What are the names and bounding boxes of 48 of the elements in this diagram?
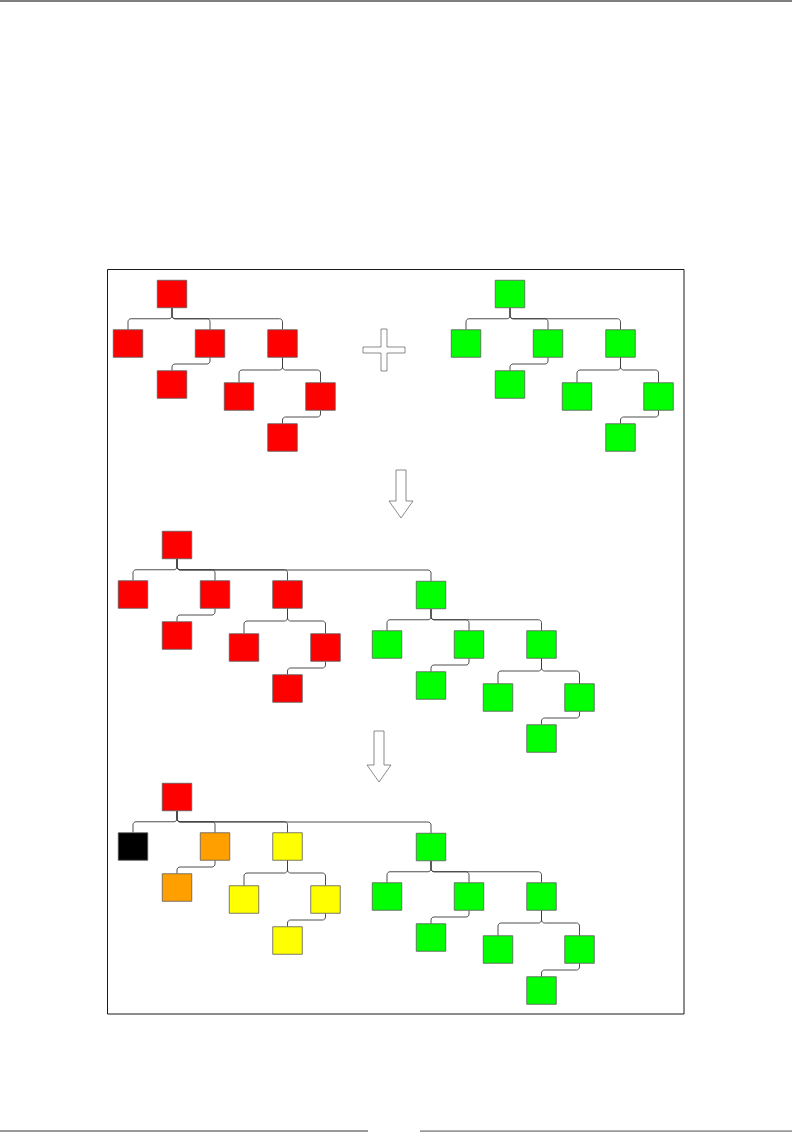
tree-node-square <box>415 671 447 700</box>
tree-node-square <box>272 580 303 609</box>
tree-node-square <box>564 683 595 712</box>
tree-node-square <box>117 580 149 609</box>
tree-node-square <box>267 329 298 358</box>
tree-node-square <box>605 329 636 358</box>
tree-node-square <box>267 423 298 452</box>
tree-node-square <box>605 423 636 452</box>
tree-node-square <box>161 873 193 902</box>
tree-node-square <box>371 882 403 911</box>
tree-node-square <box>415 832 447 862</box>
tree-node-square <box>532 329 564 358</box>
tree-node-square <box>415 923 447 952</box>
tree-node-square <box>564 935 595 964</box>
tree-node-square <box>199 832 231 861</box>
tree-node-square <box>161 782 193 812</box>
tree-node-square <box>526 976 557 1005</box>
tree-node-square <box>112 329 144 358</box>
tree-node-square <box>228 633 260 662</box>
tree-node-square <box>199 580 231 609</box>
tree-node-square <box>305 382 336 411</box>
tree-node-square <box>156 279 188 309</box>
tree-node-square <box>156 370 188 399</box>
tree-node-square <box>482 683 514 712</box>
tree-node-square <box>482 935 514 964</box>
tree-node-square <box>117 832 149 861</box>
tree-node-square <box>526 724 557 753</box>
tree-node-square <box>494 279 526 309</box>
tree-node-square <box>272 832 303 861</box>
tree-node-square <box>494 370 526 399</box>
tree-node-square <box>272 674 303 703</box>
tree-node-square <box>643 382 674 411</box>
tree-node-square <box>161 530 193 560</box>
tree-node-square <box>526 882 557 911</box>
tree-node-square <box>415 580 447 610</box>
tree-node-square <box>526 630 557 659</box>
tree-node-square <box>194 329 226 358</box>
tree-node-square <box>371 630 403 659</box>
tree-node-square <box>161 621 193 650</box>
tree-node-square <box>228 885 260 914</box>
tree-node-square <box>453 630 485 659</box>
tree-node-square <box>223 382 255 411</box>
tree-node-square <box>272 926 303 955</box>
tree-node-square <box>450 329 482 358</box>
tree-node-square <box>310 885 341 914</box>
tree-node-square <box>453 882 485 911</box>
tree-node-square <box>310 633 341 662</box>
tree-node-square <box>561 382 593 411</box>
